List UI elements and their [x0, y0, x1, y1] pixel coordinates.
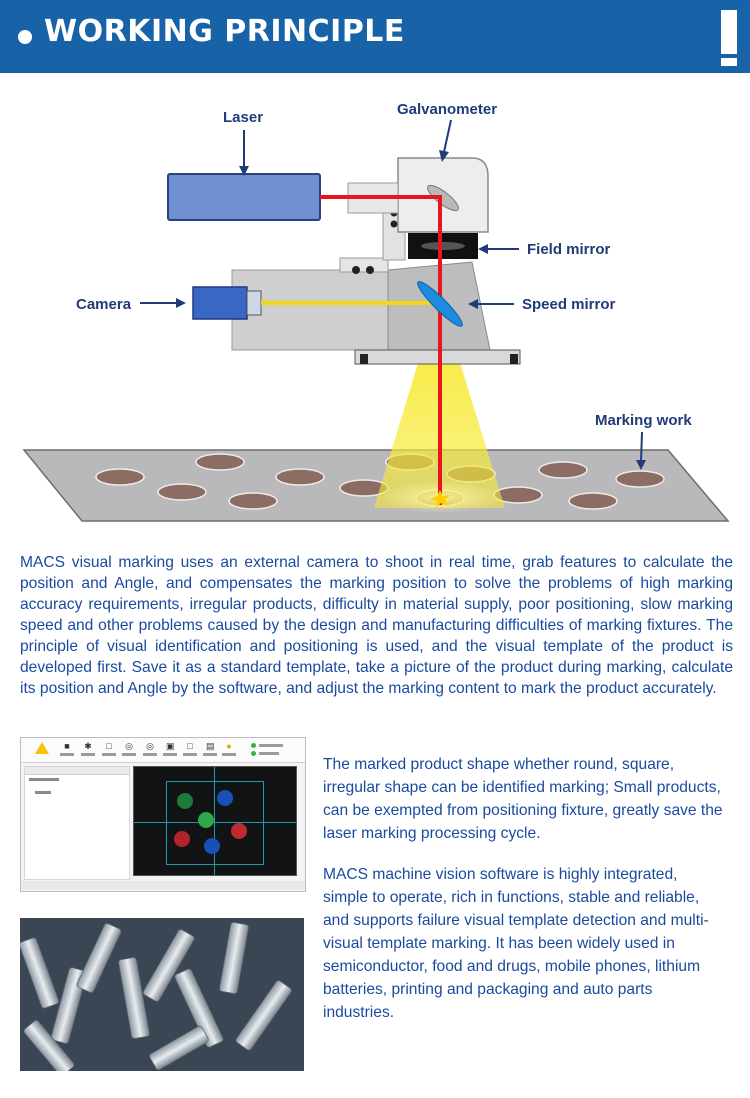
software-status-bar [21, 881, 305, 890]
description-paragraph: MACS visual marking uses an external cam… [20, 554, 733, 697]
marking-work-label: Marking work [595, 412, 692, 429]
product-photo-bits [20, 918, 304, 1071]
label-arrows [140, 119, 646, 470]
marking-spark [430, 490, 450, 508]
feature-paragraph-shape: The marked product shape whether round, … [323, 756, 723, 842]
feature-paragraph-software: MACS machine vision software is highly i… [323, 866, 709, 1021]
software-camera-view [133, 766, 297, 876]
working-principle-diagram: Laser Galvanometer Field mirror Camera S… [22, 101, 730, 522]
header-bar: WORKING PRINCIPLE [0, 0, 750, 73]
galvanometer-label: Galvanometer [397, 101, 497, 118]
laser-beam [320, 195, 442, 505]
camera-body [192, 286, 248, 320]
software-toolbar: ■ ✱ □ ◎ ◎ ▣ □ ▤ ● [21, 738, 305, 763]
laser-label: Laser [223, 109, 263, 126]
page-title: WORKING PRINCIPLE [44, 14, 405, 49]
speed-mirror [417, 281, 463, 327]
camera-label: Camera [76, 296, 132, 313]
vision-software-screenshot: ■ ✱ □ ◎ ◎ ▣ □ ▤ ● [20, 737, 306, 892]
bullet-dot [18, 30, 32, 44]
speed-mirror-label: Speed mirror [522, 296, 616, 313]
exclamation-icon [721, 10, 737, 54]
software-template-panel [24, 766, 130, 880]
laser-source [167, 173, 321, 221]
exclamation-dot [721, 58, 737, 66]
field-mirror-label: Field mirror [527, 241, 611, 258]
